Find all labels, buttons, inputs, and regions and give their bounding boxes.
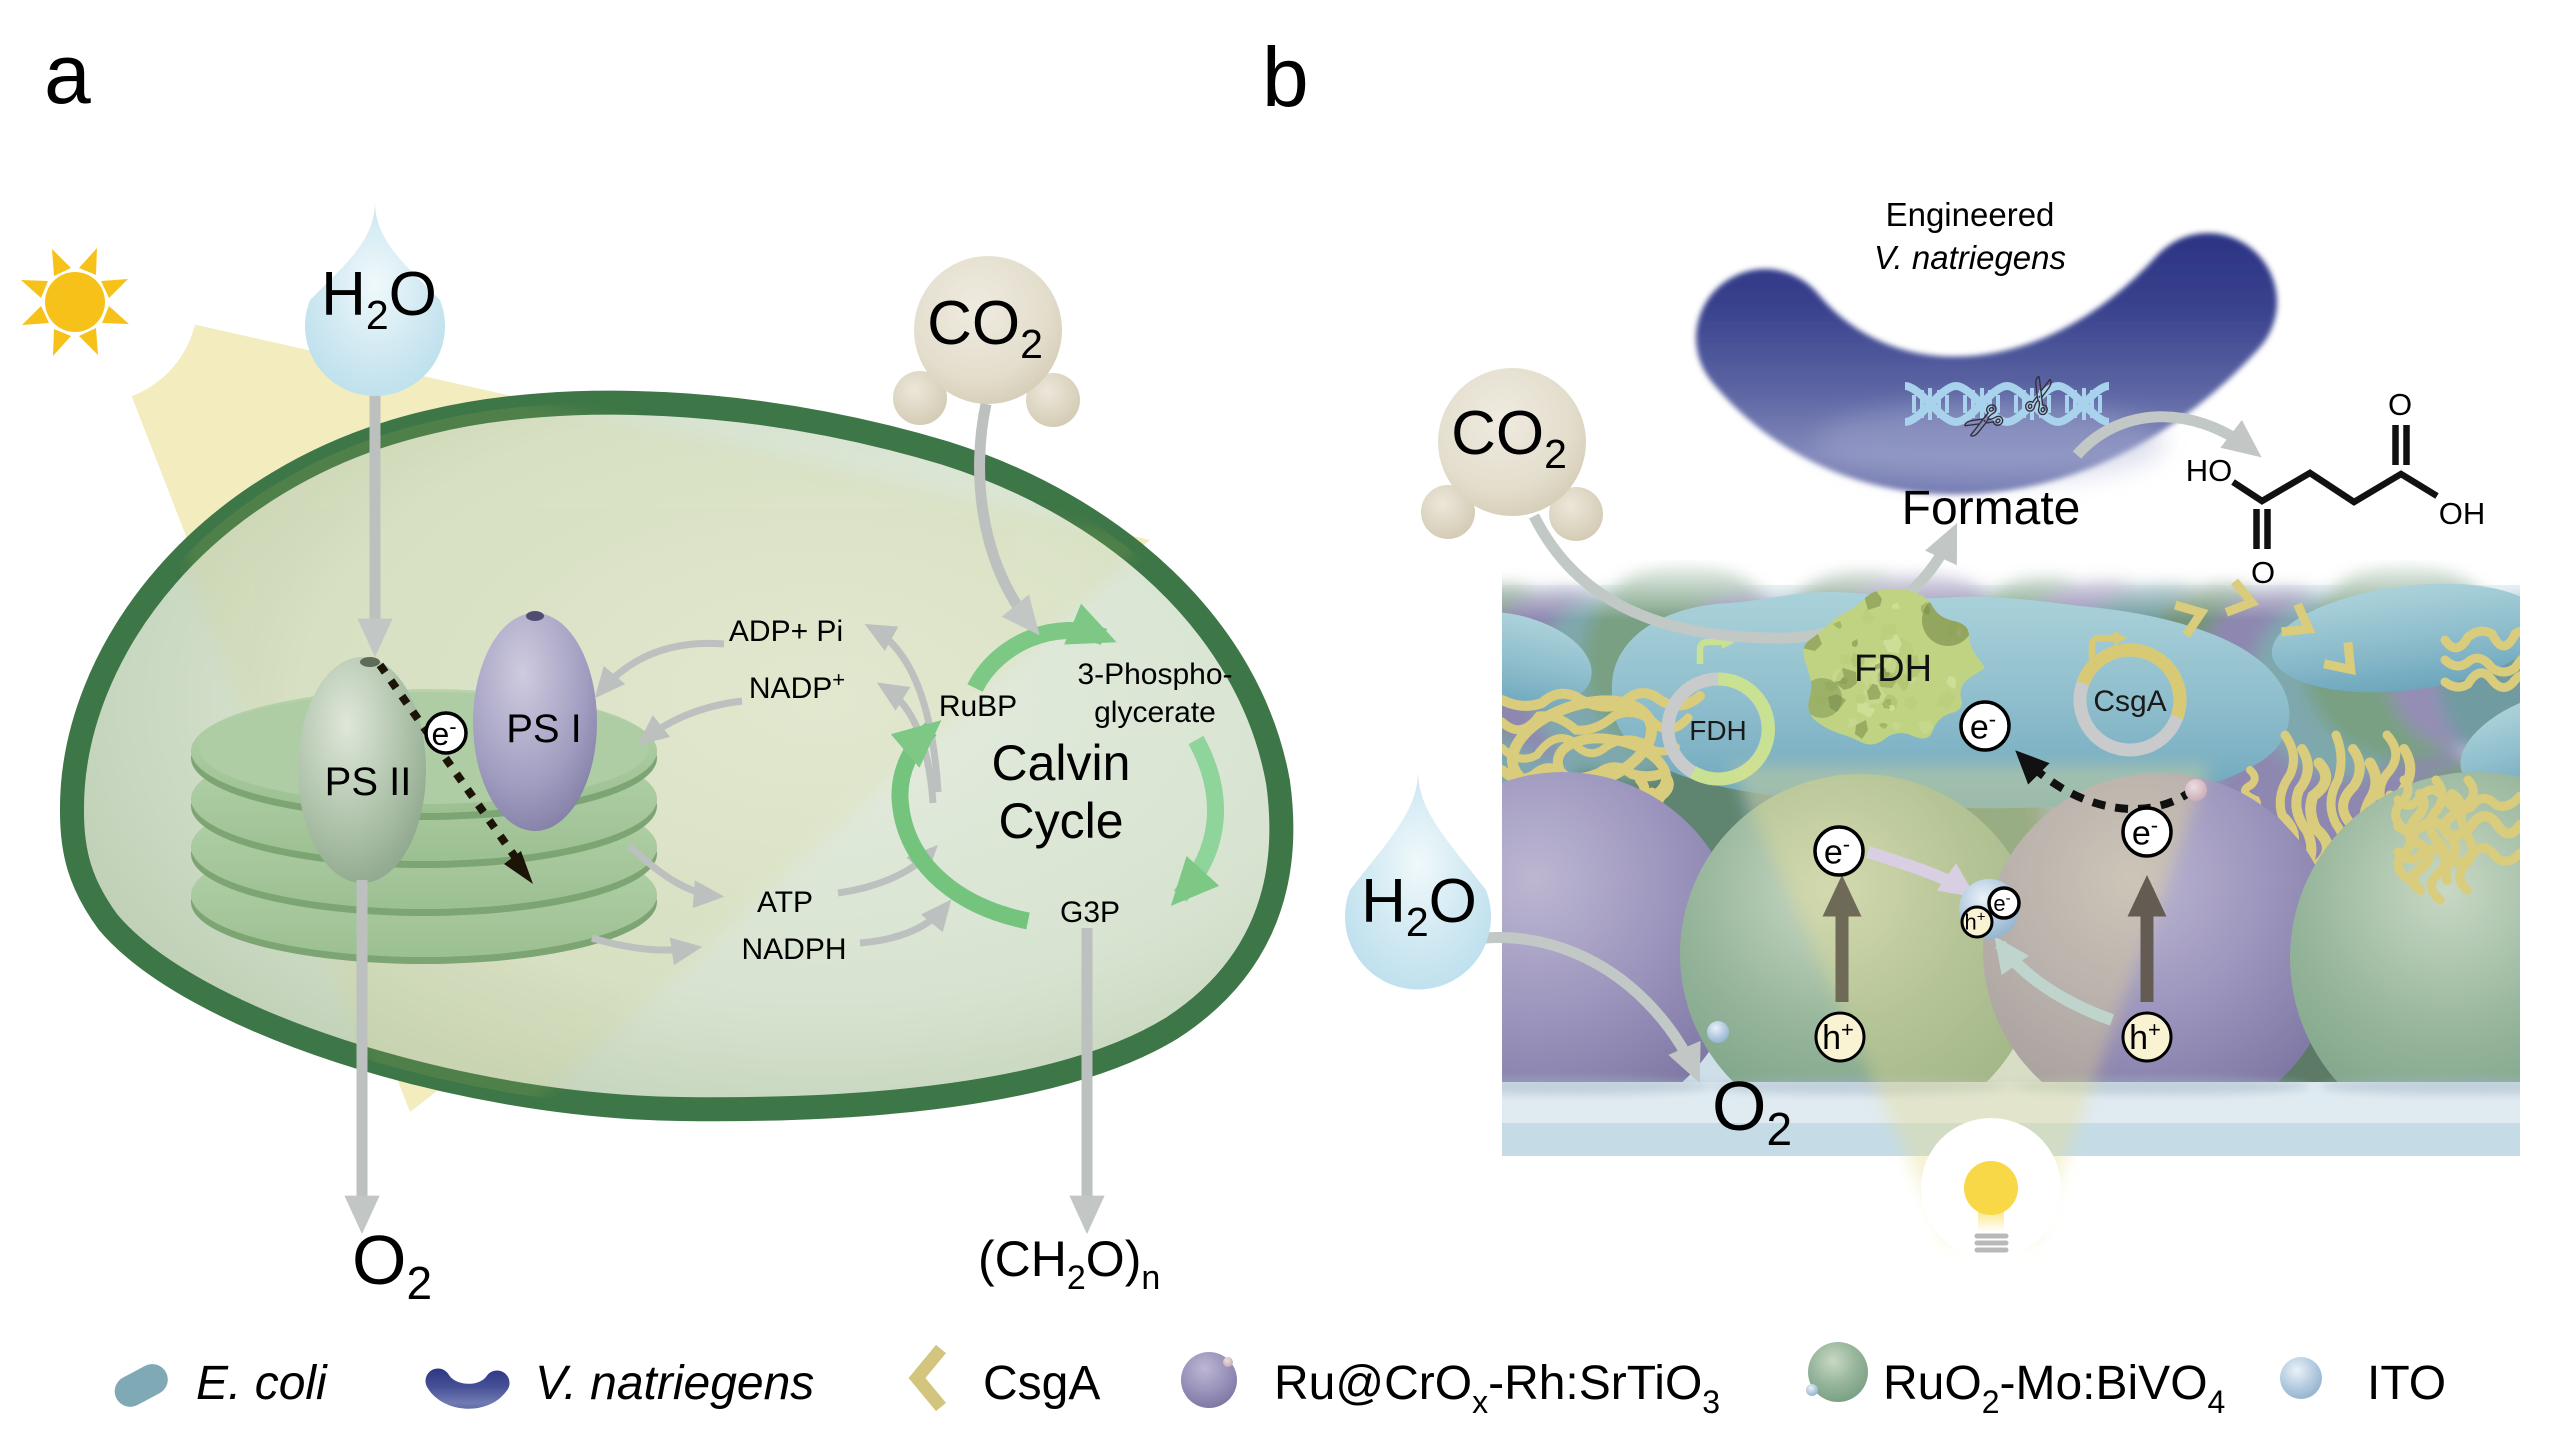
svg-text:a: a bbox=[44, 27, 91, 121]
svg-text:E. coli: E. coli bbox=[196, 1357, 328, 1410]
svg-text:CO2: CO2 bbox=[1451, 399, 1567, 477]
svg-text:Engineered: Engineered bbox=[1886, 196, 2055, 233]
svg-text:Calvin: Calvin bbox=[992, 735, 1131, 791]
svg-text:O: O bbox=[2251, 555, 2275, 590]
svg-text:ATP: ATP bbox=[757, 886, 813, 919]
svg-text:3-Phospho-: 3-Phospho- bbox=[1077, 658, 1232, 691]
svg-text:O: O bbox=[2388, 387, 2412, 422]
svg-text:NADP+: NADP+ bbox=[749, 667, 845, 705]
svg-text:Cycle: Cycle bbox=[998, 793, 1123, 849]
svg-text:FDH: FDH bbox=[1689, 715, 1747, 746]
svg-text:glycerate: glycerate bbox=[1094, 696, 1216, 729]
svg-text:e-: e- bbox=[1970, 706, 1996, 746]
svg-text:V. natriegens: V. natriegens bbox=[535, 1357, 814, 1410]
svg-text:Ru@CrOx-Rh:SrTiO3: Ru@CrOx-Rh:SrTiO3 bbox=[1274, 1357, 1720, 1420]
svg-text:b: b bbox=[1262, 30, 1309, 124]
svg-text:HO: HO bbox=[2186, 453, 2233, 488]
svg-text:OH: OH bbox=[2439, 496, 2486, 531]
svg-text:RuO2-Mo:BiVO4: RuO2-Mo:BiVO4 bbox=[1883, 1357, 2225, 1420]
svg-text:NADPH: NADPH bbox=[741, 933, 846, 966]
svg-text:ITO: ITO bbox=[2367, 1357, 2446, 1410]
svg-text:H2O: H2O bbox=[1361, 867, 1477, 945]
svg-text:Formate: Formate bbox=[1902, 482, 2081, 535]
svg-text:FDH: FDH bbox=[1854, 648, 1932, 690]
svg-text:V. natriegens: V. natriegens bbox=[1874, 239, 2066, 276]
svg-text:RuBP: RuBP bbox=[939, 690, 1017, 723]
svg-text:PS I: PS I bbox=[506, 707, 582, 751]
svg-text:PS II: PS II bbox=[325, 760, 412, 804]
svg-text:h+: h+ bbox=[1822, 1017, 1854, 1057]
svg-text:CsgA: CsgA bbox=[2093, 685, 2166, 718]
svg-text:G3P: G3P bbox=[1060, 896, 1120, 929]
svg-text:ADP+ Pi: ADP+ Pi bbox=[729, 615, 843, 648]
svg-text:CsgA: CsgA bbox=[983, 1357, 1100, 1410]
